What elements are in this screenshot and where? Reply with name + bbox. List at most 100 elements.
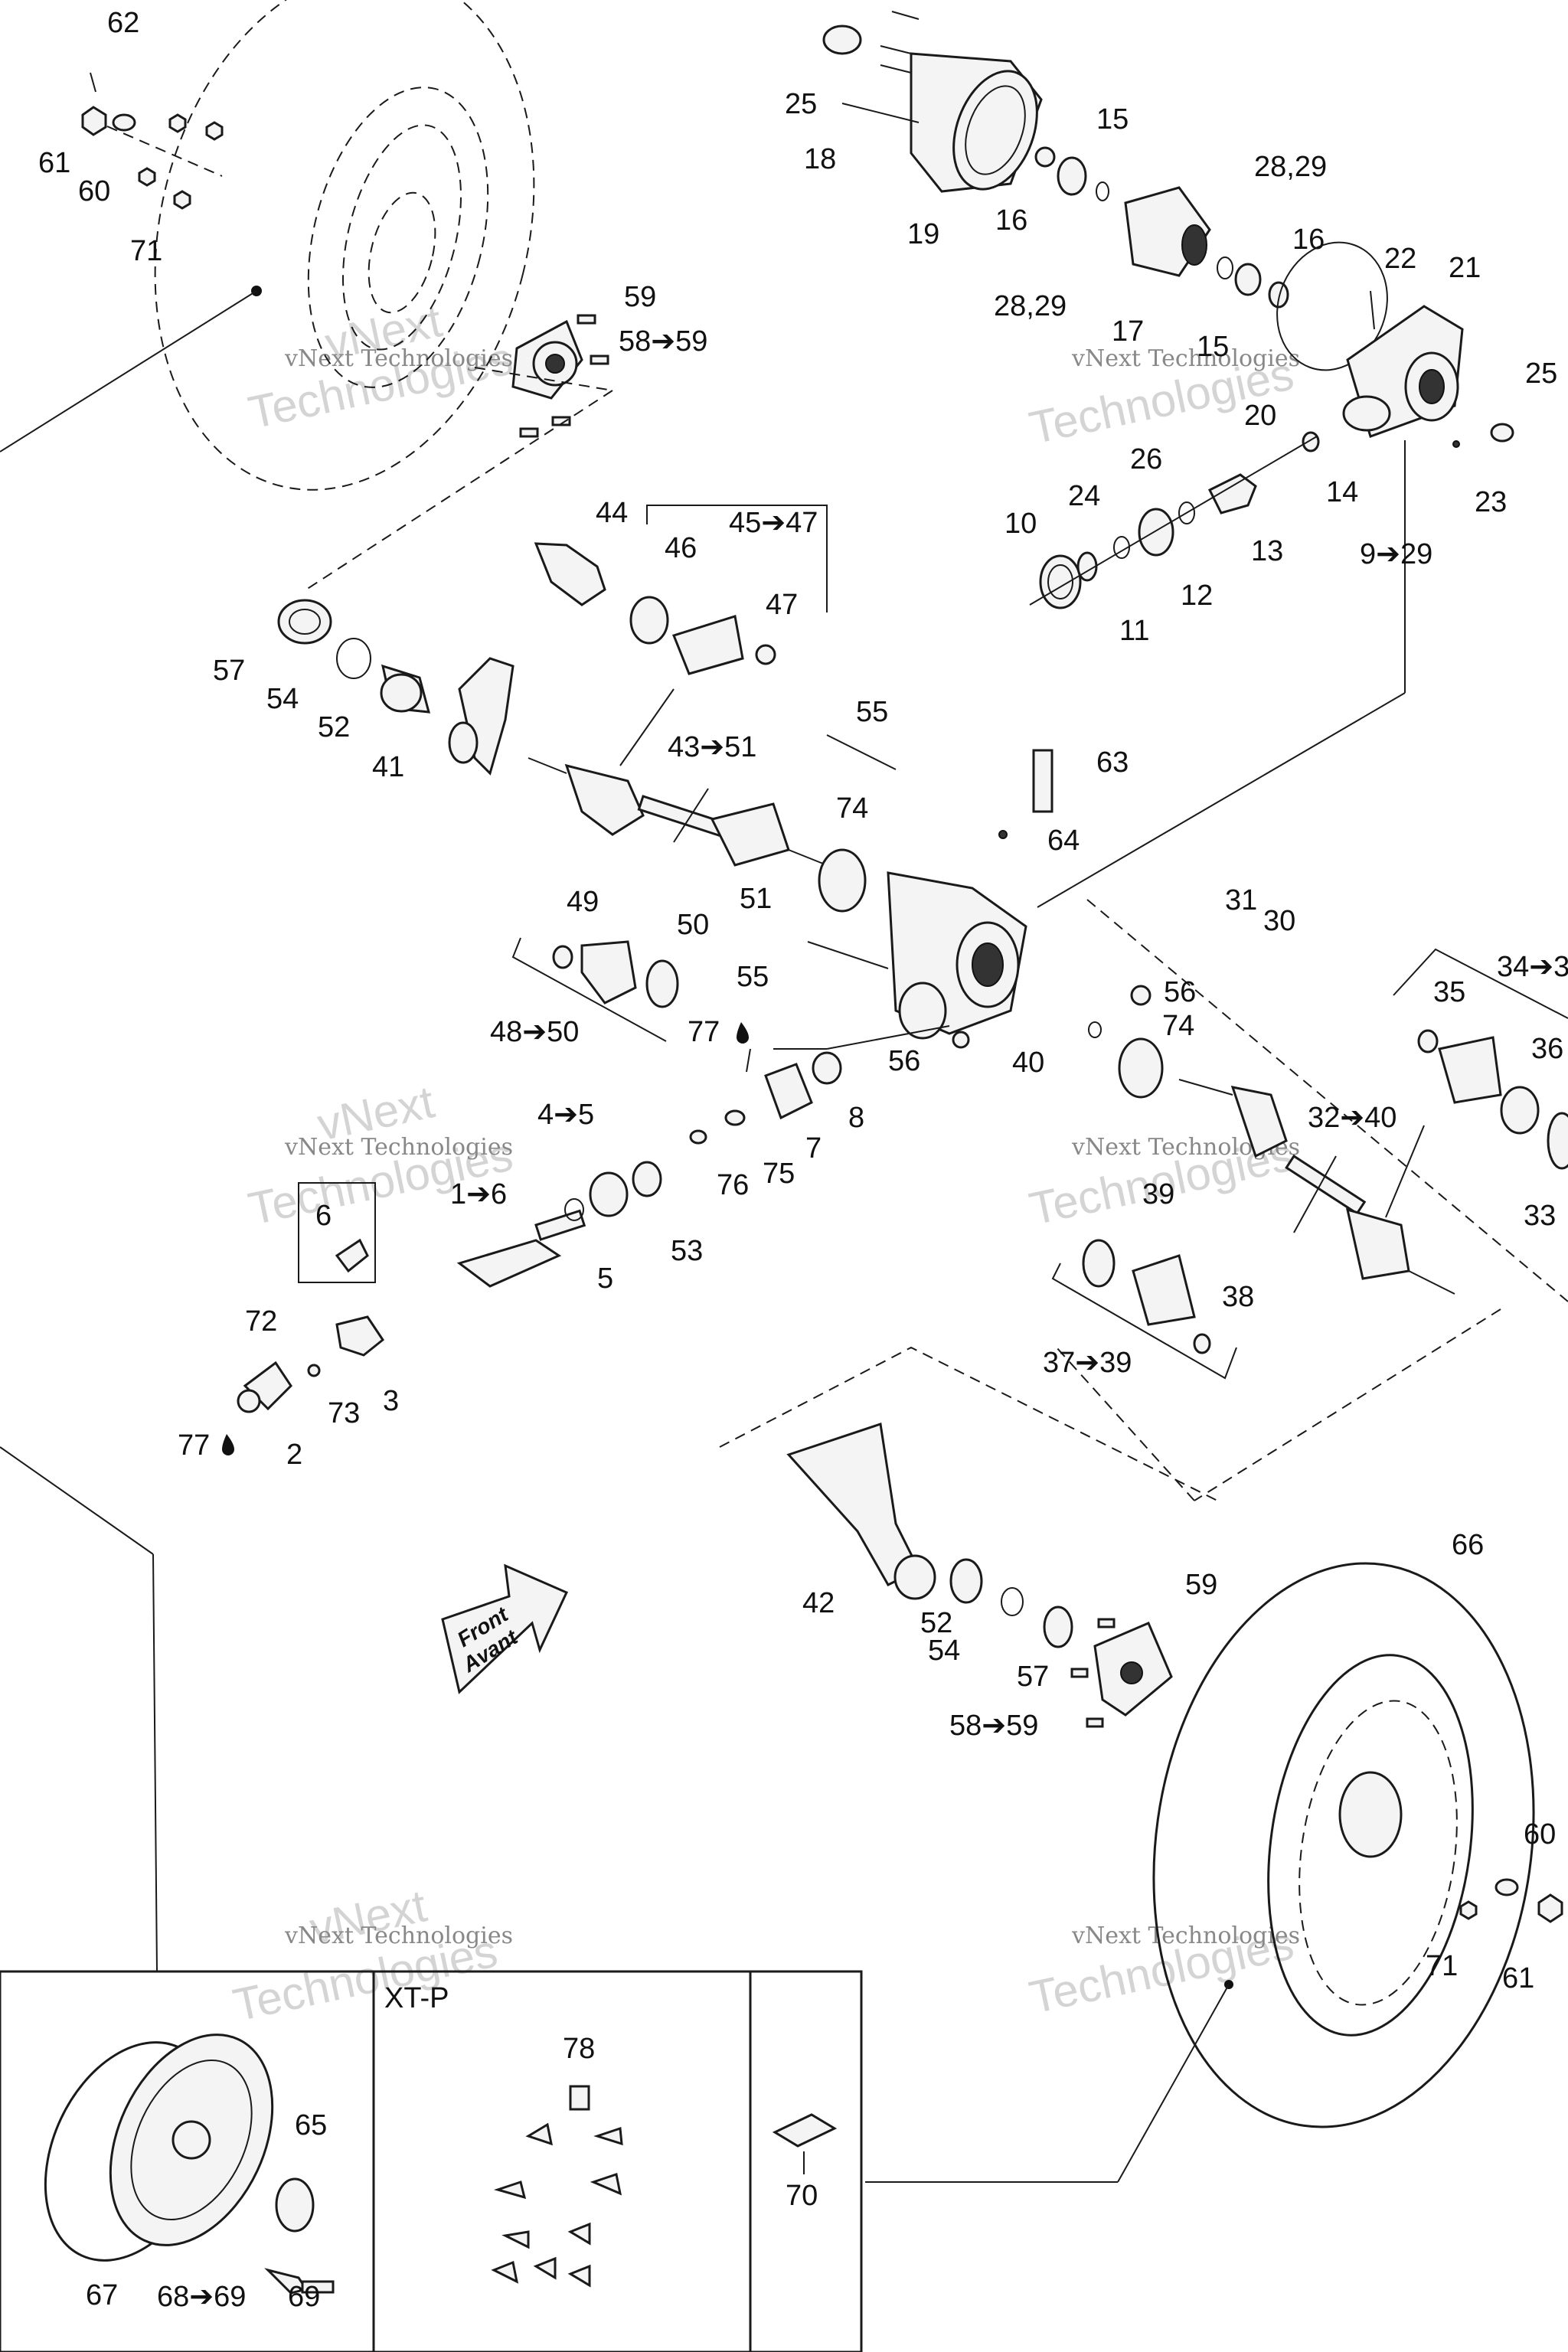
callout-50: 50 [677, 909, 709, 941]
callout-34-36: 34➔3 [1497, 951, 1568, 983]
callout-51: 51 [740, 883, 772, 915]
bottom-panels: XT-P [0, 1446, 863, 2352]
callout-23: 23 [1475, 486, 1507, 518]
valve-caps-78 [491, 2085, 623, 2288]
callout-55: 55 [737, 961, 769, 993]
callout-58-59: 58➔59 [619, 325, 707, 358]
callout-66: 66 [1452, 1529, 1484, 1561]
callout-63: 63 [1096, 746, 1129, 779]
callout-19: 19 [907, 218, 939, 250]
callout-77: 77 [178, 1429, 210, 1462]
callout-75: 75 [763, 1158, 795, 1190]
watermark-middle: Technologies vNext vNext Technologies Te… [244, 1076, 1300, 1234]
callout-18: 18 [804, 143, 836, 175]
callout-53: 53 [671, 1235, 703, 1267]
cv-joint-44 [534, 542, 606, 606]
u-joint-kit [237, 1182, 385, 1413]
front-right-drive-shaft [1118, 1037, 1455, 1295]
differential-housing-right [1037, 290, 1514, 908]
boot-kit-34-36 [1393, 948, 1568, 1170]
callout-labels: 62 61 60 71 59 58➔59 25 18 19 16 15 28,2… [38, 7, 1568, 2313]
front-differential [807, 734, 1152, 1049]
callout-47: 47 [766, 589, 798, 621]
front-direction-arrow: Front Avant [441, 1563, 569, 1694]
callout-52: 52 [318, 711, 350, 743]
callout-68-69: 68➔69 [157, 2281, 246, 2313]
callout-41: 41 [372, 751, 404, 783]
callout-33: 33 [1524, 1200, 1556, 1232]
callout-71: 71 [1426, 1950, 1458, 1982]
callout-15: 15 [1197, 331, 1229, 363]
callout-49: 49 [567, 886, 599, 918]
callout-6: 6 [315, 1200, 332, 1232]
callout-11: 11 [1119, 615, 1149, 647]
oil-drop-icons [222, 1022, 749, 1455]
svg-text:vNext Technologies: vNext Technologies [1071, 345, 1300, 372]
callout-21: 21 [1449, 252, 1481, 284]
callout-43-51: 43➔51 [668, 731, 756, 763]
callout-36: 36 [1531, 1033, 1563, 1065]
callout-70: 70 [786, 2180, 818, 2212]
callout-60: 60 [1524, 1818, 1556, 1851]
callout-77: 77 [688, 1016, 720, 1048]
callout-78: 78 [563, 2033, 595, 2065]
callout-38: 38 [1222, 1281, 1254, 1313]
callout-56: 56 [1164, 976, 1196, 1008]
front-right-tire-assembly [865, 1562, 1563, 2183]
callout-74: 74 [836, 792, 868, 825]
callout-13: 13 [1251, 535, 1283, 567]
callout-28-29: 28,29 [1254, 151, 1327, 183]
differential-gear-set [1034, 146, 1388, 371]
boot-kit-45-47 [629, 505, 828, 675]
differential-housing-left [822, 11, 1043, 193]
callout-61: 61 [38, 147, 70, 179]
callout-10: 10 [1004, 508, 1037, 540]
front-left-tire-assembly [0, 0, 535, 491]
callout-1-6: 1➔6 [450, 1178, 507, 1210]
callout-26: 26 [1130, 443, 1162, 475]
callout-71: 71 [130, 235, 162, 267]
callout-14: 14 [1326, 476, 1358, 508]
callout-48-50: 48➔50 [490, 1016, 579, 1048]
callout-46: 46 [665, 532, 697, 564]
callout-12: 12 [1181, 580, 1213, 612]
callout-7: 7 [805, 1132, 822, 1165]
boot-kit-48-50 [511, 937, 679, 1042]
callout-57: 57 [213, 655, 245, 687]
boot-kit-37-39 [1051, 1239, 1237, 1380]
left-knuckle-assembly [277, 599, 514, 776]
rim-67 [44, 2034, 335, 2295]
callout-3: 3 [383, 1385, 399, 1417]
oil-drop-icon [222, 1434, 234, 1455]
callout-74: 74 [1162, 1010, 1194, 1042]
callout-69: 69 [288, 2281, 320, 2313]
callout-5: 5 [597, 1263, 613, 1295]
callout-31: 31 [1225, 884, 1257, 916]
callout-59: 59 [1185, 1569, 1217, 1601]
callout-25: 25 [785, 88, 817, 120]
callout-40: 40 [1012, 1047, 1044, 1079]
callout-73: 73 [328, 1397, 360, 1429]
callout-4-5: 4➔5 [537, 1099, 594, 1131]
callout-57: 57 [1017, 1661, 1049, 1693]
callout-16: 16 [1292, 224, 1325, 256]
callout-54: 54 [928, 1635, 960, 1667]
callout-56: 56 [888, 1045, 920, 1077]
callout-72: 72 [245, 1305, 277, 1338]
callout-54: 54 [266, 683, 299, 715]
callout-60: 60 [78, 175, 110, 207]
callout-64: 64 [1047, 825, 1080, 857]
callout-59: 59 [624, 281, 656, 313]
callout-28-29: 28,29 [994, 290, 1067, 322]
xt-p-label: XT-P [384, 1982, 449, 2014]
callout-20: 20 [1244, 400, 1276, 432]
callout-65: 65 [295, 2109, 327, 2141]
callout-52: 52 [920, 1607, 952, 1639]
callout-37-39: 37➔39 [1043, 1347, 1132, 1379]
callout-45-47: 45➔47 [729, 507, 818, 539]
front-left-drive-shaft [528, 688, 828, 867]
propeller-shaft-assembly [456, 1025, 950, 1288]
callout-9-29: 9➔29 [1360, 538, 1432, 570]
svg-text:vNext Technologies: vNext Technologies [284, 1134, 513, 1161]
